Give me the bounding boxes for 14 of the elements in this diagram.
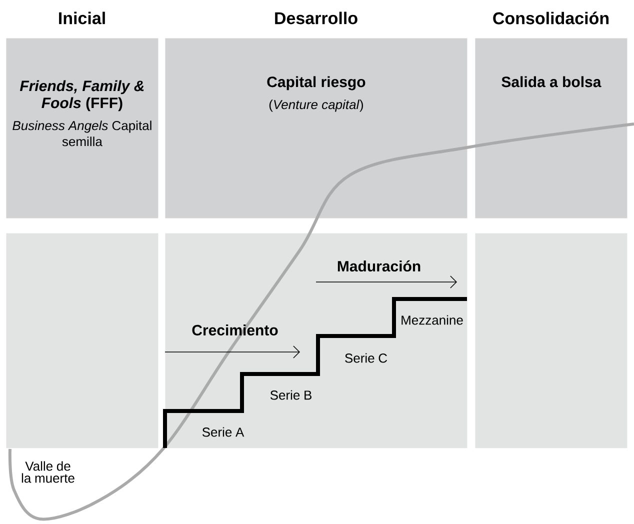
- stage-box: Capital riesgo (Venture capital): [165, 38, 468, 218]
- curve-label: Valle de la muerte: [22, 461, 74, 483]
- series-label: Serie A: [202, 427, 244, 437]
- phase-label: Maduración: [338, 260, 420, 272]
- stage-panel: [165, 233, 468, 448]
- column-heading: Consolidación: [493, 12, 609, 24]
- series-label: Mezzanine: [402, 315, 463, 325]
- phase-label: Crecimiento: [192, 324, 278, 336]
- stage-box: Friends, Family & Fools (FFF) Business Angels Capital semilla: [6, 38, 158, 218]
- stage-box: Salida a bolsa: [475, 38, 628, 218]
- stage-panel: [475, 233, 628, 448]
- stage-panel: [6, 233, 158, 448]
- series-label: Serie B: [270, 390, 312, 400]
- series-label: Serie C: [345, 353, 388, 363]
